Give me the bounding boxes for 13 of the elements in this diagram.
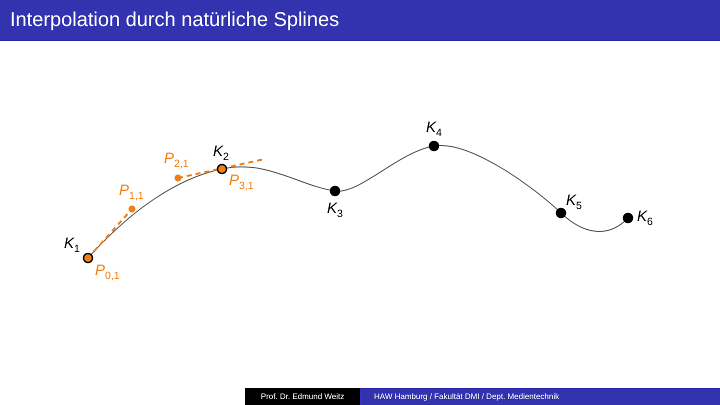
point-label: K$_{6}$: [637, 208, 653, 225]
author-footer: Prof. Dr. Edmund Weitz: [245, 388, 360, 405]
slide-title: Interpolation durch natürliche Splines: [10, 8, 340, 32]
point-label: K$_{5}$: [566, 192, 582, 209]
point-label: P$_{1,1}$: [119, 182, 144, 199]
point-label: K$_{1}$: [64, 235, 80, 252]
point-label: P$_{2,1}$: [164, 150, 189, 167]
point-label: K$_{2}$: [213, 143, 229, 160]
point-label: K$_{3}$: [327, 200, 343, 217]
point-label: P$_{0,1}$: [95, 262, 120, 279]
point-label: K$_{4}$: [426, 119, 442, 136]
institution-footer: HAW Hamburg / Fakultät DMI / Dept. Medientechnik: [360, 388, 720, 405]
point-label: P$_{3,1}$: [229, 172, 254, 189]
